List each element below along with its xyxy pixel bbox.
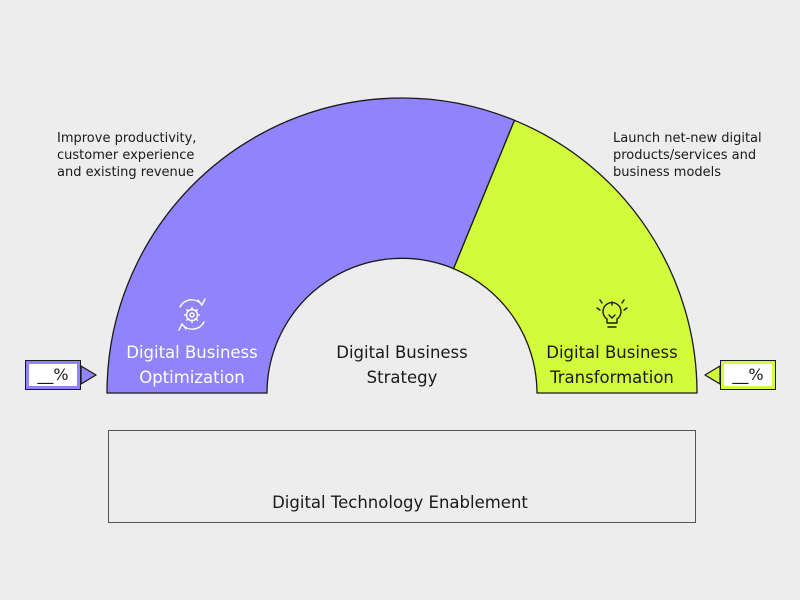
enablement-box — [108, 430, 696, 523]
transformation-description-line: business models — [613, 165, 722, 180]
enablement-title: Digital Technology Enablement — [272, 493, 528, 512]
gear-refresh-icon — [178, 298, 206, 331]
transformation-segment — [452, 119, 698, 394]
strategy-title-line: Strategy — [366, 368, 438, 387]
optimization-description: Improve productivity, customer experienc… — [57, 130, 196, 181]
transformation-description-line: Launch net-new digital — [613, 131, 762, 146]
optimization-segment — [106, 97, 516, 394]
optimization-description-line: Improve productivity, — [57, 131, 197, 146]
optimization-title: Digital Business Optimization — [107, 340, 277, 390]
optimization-percent-box: __% — [25, 360, 81, 390]
transformation-title: Digital Business Transformation — [527, 340, 697, 390]
lightbulb-icon — [596, 299, 628, 328]
optimization-description-line: customer experience — [57, 148, 195, 163]
optimization-title-line: Digital Business — [126, 343, 258, 362]
right-callout-pointer — [704, 365, 721, 385]
transformation-description: Launch net-new digital products/services… — [613, 130, 762, 181]
transformation-percent-box: __% — [720, 360, 776, 390]
transformation-title-line: Transformation — [550, 368, 674, 387]
strategy-title-line: Digital Business — [336, 343, 468, 362]
strategy-title: Digital Business Strategy — [302, 340, 502, 390]
transformation-description-line: products/services and — [613, 148, 757, 163]
transformation-title-line: Digital Business — [546, 343, 678, 362]
optimization-title-line: Optimization — [139, 368, 245, 387]
optimization-description-line: and existing revenue — [57, 165, 194, 180]
left-callout-pointer — [80, 365, 97, 385]
